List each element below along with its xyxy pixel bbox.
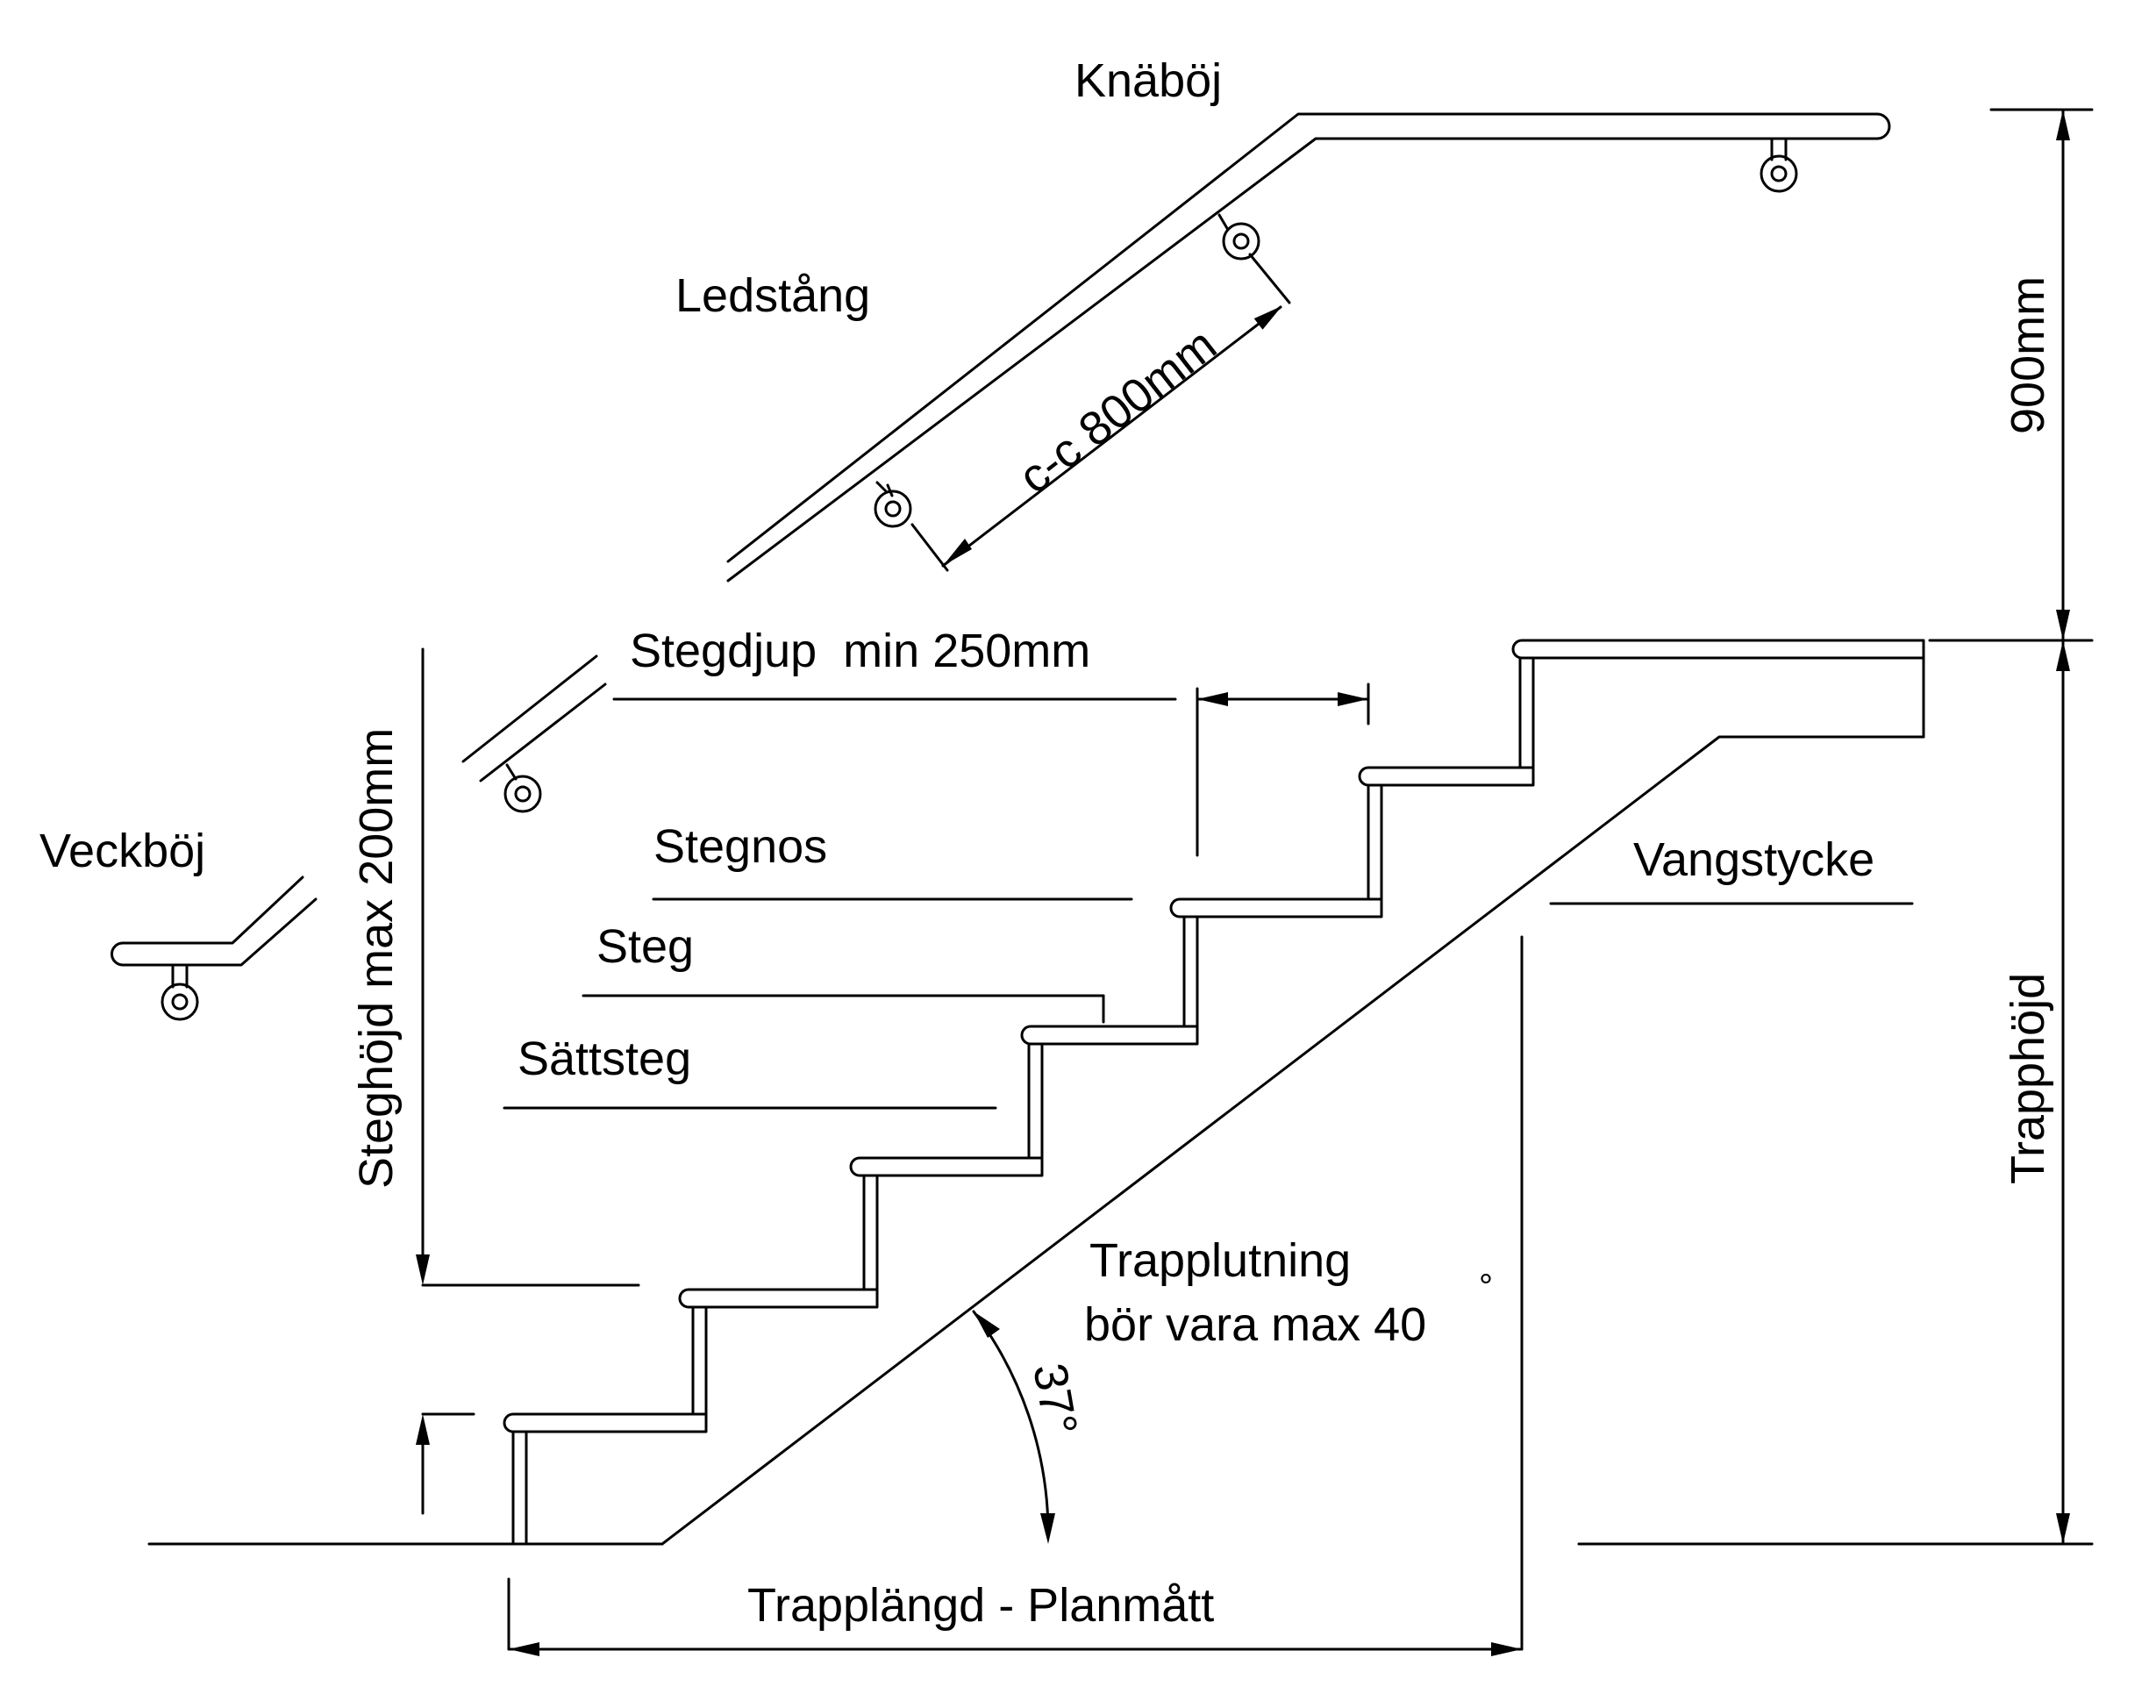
vangstycke-label: Vangstycke xyxy=(1633,833,1874,886)
trapphojd-label: Trapphöjd xyxy=(2002,973,2054,1184)
veckboj-label: Veckböj xyxy=(39,825,205,877)
lutning-degree: ° xyxy=(1479,1268,1493,1306)
steghojd-dimension: Steghöjd max 200mm xyxy=(350,647,640,1515)
height-900-dimension: 900mm xyxy=(1989,108,2094,642)
steghojd-label: Steghöjd max 200mm xyxy=(350,728,403,1189)
stair-stringer xyxy=(660,735,1925,1546)
steg-label: Steg xyxy=(596,920,694,973)
stegdjup-dimension: Stegdjup min 250mm xyxy=(612,625,1370,857)
angle-label: 37° xyxy=(1023,1360,1087,1440)
ledstang-label: Ledstång xyxy=(675,269,870,322)
knaboj-label: Knäböj xyxy=(1074,54,1222,107)
trapphojd-dimension: Trapphöjd xyxy=(1928,639,2094,1546)
stegdjup-label: Stegdjup min 250mm xyxy=(630,625,1090,677)
label-leaders xyxy=(503,897,1914,1110)
stair-treads xyxy=(503,639,1925,1546)
handrail-lower-segment xyxy=(461,654,607,813)
handrail-upper xyxy=(726,112,1891,582)
angle-indicator: 37° xyxy=(972,1310,1087,1544)
stegnos-label: Stegnos xyxy=(653,820,827,873)
lutning-line2: bör vara max 40 xyxy=(1084,1298,1426,1351)
handrail-veckboj xyxy=(111,875,318,1021)
lutning-line1: Trapplutning xyxy=(1089,1234,1351,1287)
height-900-label: 900mm xyxy=(2002,276,2054,434)
sattsteg-label: Sättsteg xyxy=(518,1033,691,1085)
trapplangd-dimension: Trapplängd - Planmått xyxy=(507,935,1524,1656)
trapplangd-label: Trapplängd - Planmått xyxy=(747,1579,1214,1632)
